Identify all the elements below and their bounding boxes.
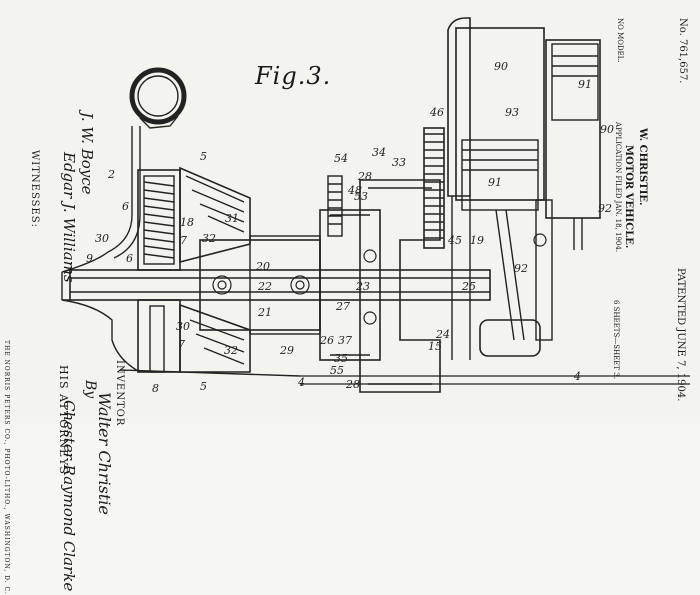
ref-30b: 30 bbox=[176, 320, 190, 333]
ref-29: 29 bbox=[279, 344, 294, 357]
ref-15: 15 bbox=[428, 340, 442, 353]
ref-6b: 6 bbox=[126, 252, 133, 265]
ref-54: 54 bbox=[334, 152, 348, 165]
ref-25: 25 bbox=[461, 280, 476, 293]
ref-32a: 32 bbox=[202, 232, 216, 245]
ref-35: 35 bbox=[334, 352, 348, 365]
ref-6a: 6 bbox=[122, 200, 129, 213]
ref-9: 9 bbox=[86, 252, 93, 265]
ref-18: 18 bbox=[180, 216, 194, 229]
attorneys-heading: HIS ATTORNEYS bbox=[57, 365, 70, 475]
ref-27: 27 bbox=[335, 300, 350, 313]
application-filed: APPLICATION FILED JAN. 18, 1904. bbox=[614, 122, 622, 253]
ref-20: 20 bbox=[255, 260, 270, 273]
ref-5a: 5 bbox=[200, 150, 207, 163]
ref-28a: 28 bbox=[357, 170, 372, 183]
ref-24: 24 bbox=[435, 328, 450, 341]
ref-90a: 90 bbox=[494, 60, 508, 73]
witnesses-heading: WITNESSES: bbox=[29, 150, 40, 228]
ref-48: 48 bbox=[347, 184, 362, 197]
figure-label: Fig.3. bbox=[255, 62, 332, 90]
ref-8: 8 bbox=[152, 382, 159, 395]
ref-22: 22 bbox=[257, 280, 272, 293]
ref-37: 37 bbox=[338, 334, 352, 347]
sheet-count: 6 SHEETS—SHEET 3. bbox=[612, 300, 620, 379]
ref-4b: 4 bbox=[573, 370, 581, 383]
ref-7b: 7 bbox=[178, 338, 185, 351]
ref-92b: 92 bbox=[514, 262, 528, 275]
ref-28b: 28 bbox=[345, 378, 360, 391]
ref-91b: 91 bbox=[578, 78, 592, 91]
ref-93: 93 bbox=[505, 106, 519, 119]
ref-26: 26 bbox=[319, 334, 334, 347]
ref-31: 31 bbox=[225, 212, 239, 225]
ref-92a: 92 bbox=[598, 202, 612, 215]
ref-46: 46 bbox=[429, 106, 444, 119]
no-model: NO MODEL. bbox=[616, 18, 624, 63]
inventor-heading: INVENTOR bbox=[114, 360, 125, 427]
ref-30a: 30 bbox=[95, 232, 109, 245]
patented-date: PATENTED JUNE 7, 1904. bbox=[675, 268, 686, 402]
ref-91a: 91 bbox=[488, 176, 502, 189]
ref-19: 19 bbox=[470, 234, 484, 247]
ref-90b: 90 bbox=[600, 123, 614, 136]
ref-45: 45 bbox=[447, 234, 462, 247]
ref-5b: 5 bbox=[200, 380, 207, 393]
ref-32b: 32 bbox=[224, 344, 238, 357]
ref-34: 34 bbox=[372, 146, 386, 159]
attorneys-by: By bbox=[82, 380, 98, 399]
patent-number: No. 761,657. bbox=[677, 18, 688, 84]
witness-signature-2: Edgar J. Williams bbox=[60, 152, 78, 283]
inventor-signature: Walter Christie bbox=[95, 392, 114, 515]
motor-vehicle-drawing: 90 93 91 91 90 92 92 46 5 5 2 6 6 7 7 18… bbox=[61, 17, 690, 395]
ref-7a: 7 bbox=[180, 234, 187, 247]
ref-23: 23 bbox=[355, 280, 370, 293]
ref-53: 53 bbox=[354, 190, 368, 203]
printer-line: THE NORRIS PETERS CO., PHOTO-LITHO., WAS… bbox=[3, 340, 10, 595]
witness-signature-1: J. W. Boyce bbox=[78, 112, 96, 195]
ref-55: 55 bbox=[330, 364, 344, 377]
patent-sheet: 90 93 91 91 90 92 92 46 5 5 2 6 6 7 7 18… bbox=[3, 17, 690, 595]
ref-4a: 4 bbox=[297, 376, 305, 389]
inventor-name: W. CHRISTIE. bbox=[637, 128, 648, 206]
patent-title: MOTOR VEHICLE. bbox=[623, 145, 634, 249]
ref-2: 2 bbox=[107, 168, 115, 181]
ref-21: 21 bbox=[257, 306, 272, 319]
ref-33: 33 bbox=[392, 156, 406, 169]
